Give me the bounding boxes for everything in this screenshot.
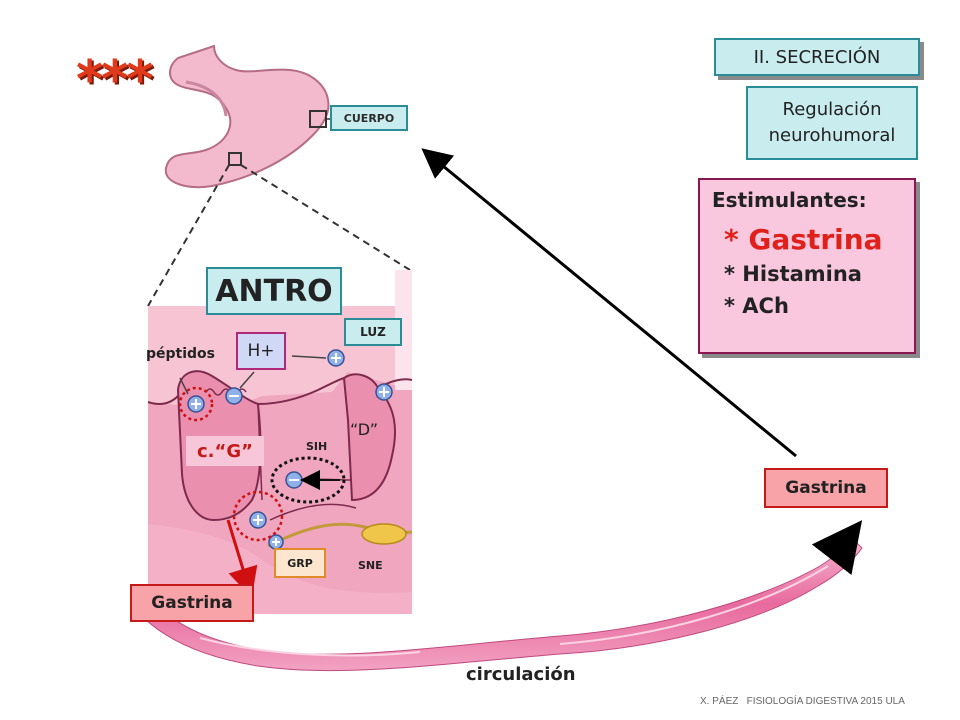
stimulant-item-ach: * ACh [724,294,789,318]
zoom-line-right [240,164,411,271]
zoom-line-left [147,164,230,307]
stimulant-item-histamina: * Histamina [724,262,862,286]
h-plus-label: H+ [236,332,286,370]
h-plus-arrow [239,371,255,389]
peptidos-label: péptidos [146,346,216,362]
g-cell-label: c.“G” [186,436,264,466]
sne-label: SNE [358,559,383,572]
stimulants-box: Estimulantes: * Gastrina * Histamina * A… [698,178,916,354]
receptor-plus-icon-5 [268,534,284,550]
antro-marker-square [228,152,242,166]
highlight-circle-grp [232,490,284,542]
receptor-plus-icon-2 [327,349,345,367]
subtitle-box: Regulación neurohumoral [746,86,918,160]
d-cell-label: “D” [350,420,378,439]
highlight-circle-peptides [178,386,214,422]
receptor-minus-icon-2 [285,471,303,489]
stimulants-title: Estimulantes: [712,188,867,212]
cuerpo-label: CUERPO [330,105,408,131]
gastrina-to-cuerpo-arrow [421,148,797,458]
gastrina-left-label: Gastrina [130,584,254,622]
gastrina-release-arrow [226,519,258,598]
circulation-up-arrow [811,520,863,575]
stomach-icon [164,44,330,189]
receptor-plus-icon-1 [187,395,205,413]
grp-label: GRP [274,548,326,578]
subtitle-line-2: neurohumoral [768,125,896,146]
stimulant-item-gastrina: * Gastrina [724,223,883,256]
luz-label: LUZ [344,318,402,346]
stars-mark: *** [76,50,154,110]
antro-label: ANTRO [206,267,342,315]
highlight-ellipse-sih [270,456,346,504]
gastrina-right-label: Gastrina [764,468,888,508]
luz-arrow [291,355,327,359]
receptor-plus-icon-4 [249,511,267,529]
subtitle-line-1: Regulación [782,99,882,120]
footer-credit: X. PÁEZ FISIOLOGÍA DIGESTIVA 2015 ULA [700,696,905,707]
sih-label: SIH [306,440,328,453]
circulacion-label: circulación [466,664,576,685]
receptor-plus-icon-3 [375,383,393,401]
section-title: II. SECRECIÓN [714,38,920,76]
peptidos-arrow [179,377,189,395]
receptor-minus-icon-1 [225,387,243,405]
